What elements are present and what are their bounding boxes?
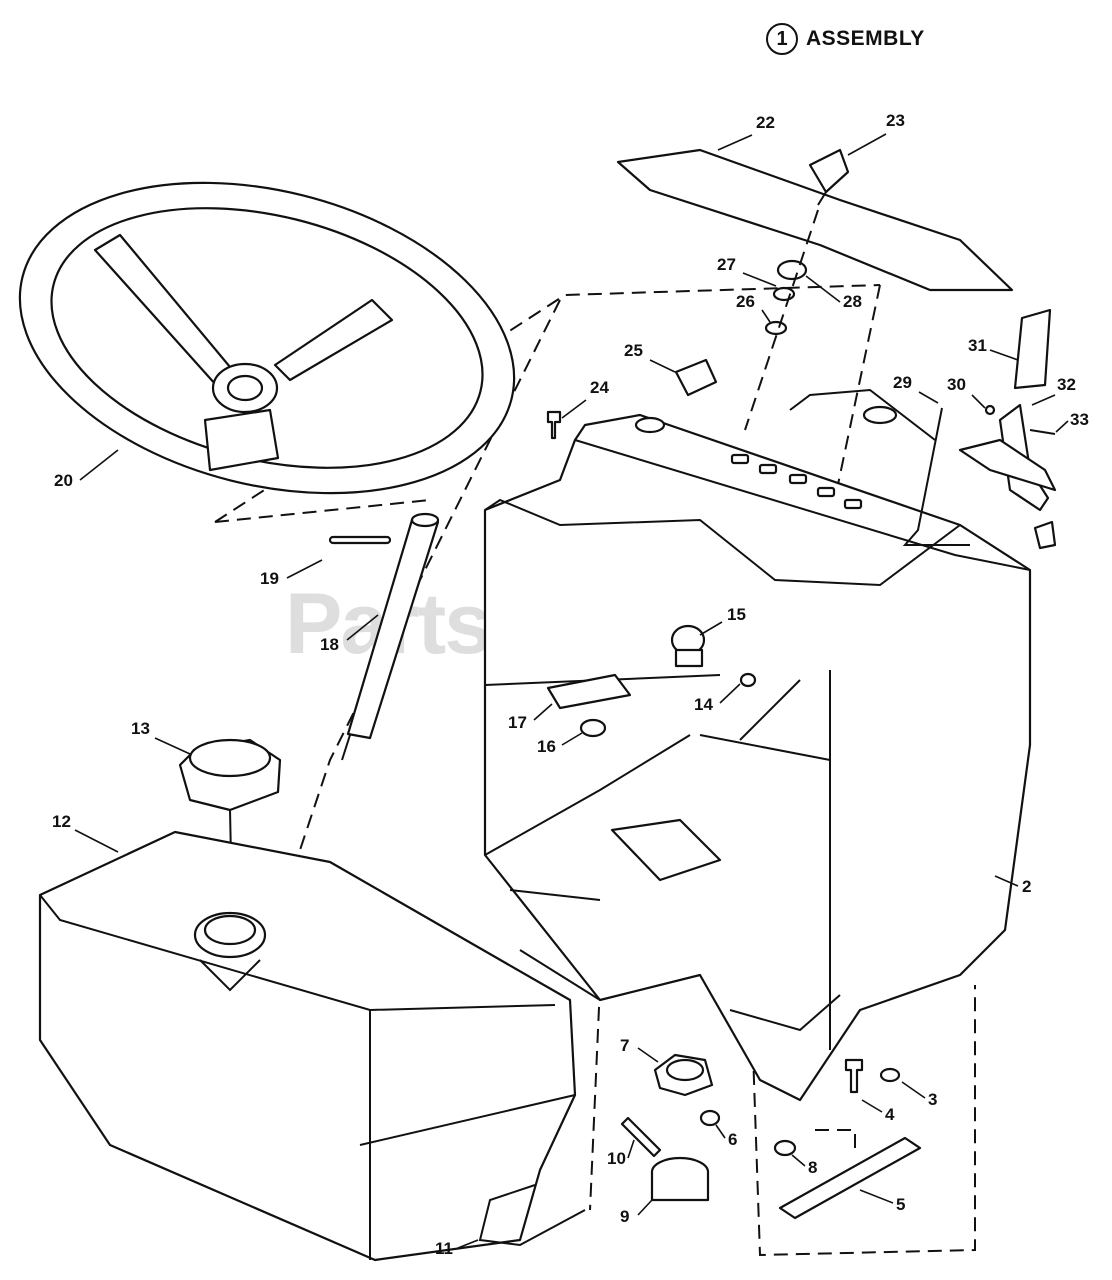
nut-8: [773, 1139, 797, 1157]
fuel-tank: [38, 830, 577, 1262]
dash-housing: [483, 388, 1032, 1102]
callout-6: 6: [728, 1130, 737, 1149]
callout-9: 9: [620, 1207, 629, 1226]
callout-8: 8: [808, 1158, 817, 1177]
callout-labels: 2 3 4 5 6 7 8 9 10 11 12 13 14 15 16 17 …: [52, 111, 1089, 1258]
callout-10: 10: [607, 1149, 626, 1168]
support-bar-5: [778, 1136, 922, 1220]
callout-25: 25: [624, 341, 643, 360]
callout-26: 26: [736, 292, 755, 311]
steering-wheel: [18, 181, 516, 495]
callout-27: 27: [717, 255, 736, 274]
throttle-control: [958, 308, 1057, 550]
callout-5: 5: [896, 1195, 905, 1214]
grommet-16: [579, 718, 607, 738]
bracket-plate: [546, 673, 632, 710]
steering-shaft: [328, 512, 440, 761]
nut-14: [739, 672, 757, 688]
ignition-key: [808, 148, 850, 206]
callout-14: 14: [694, 695, 713, 714]
callout-32: 32: [1057, 375, 1076, 394]
screw-24: [546, 410, 562, 440]
callout-33: 33: [1070, 410, 1089, 429]
ignition-switch: [670, 624, 706, 668]
choke-cable: [739, 679, 801, 741]
regulator-9: [650, 1156, 710, 1202]
nut-6: [699, 1109, 721, 1127]
callout-7: 7: [620, 1036, 629, 1055]
ignition-hardware: [744, 209, 819, 431]
callout-23: 23: [886, 111, 905, 130]
module-7: [653, 1053, 714, 1097]
washer-3: [879, 1067, 901, 1083]
callout-30: 30: [947, 375, 966, 394]
callout-22: 22: [756, 113, 775, 132]
callout-3: 3: [928, 1090, 937, 1109]
assembly-label: ASSEMBLY: [806, 27, 925, 50]
dash-rivets: [730, 453, 863, 510]
callout-17: 17: [508, 713, 527, 732]
callout-16: 16: [537, 737, 556, 756]
callout-19: 19: [260, 569, 279, 588]
callout-12: 12: [52, 812, 71, 831]
callout-15: 15: [727, 605, 746, 624]
callout-24: 24: [590, 378, 609, 397]
callout-2: 2: [1022, 877, 1031, 896]
rocker-switch: [674, 358, 718, 397]
fuel-line-clamp: [478, 1184, 586, 1247]
leader-lines: [74, 133, 1069, 1249]
gas-cap: [178, 738, 282, 906]
throttle-rod: [902, 407, 970, 546]
assembly-number-circle: 1: [766, 23, 798, 55]
callout-13: 13: [131, 719, 150, 738]
pin-10: [620, 1116, 662, 1158]
assembly-title: 1 ASSEMBLY: [766, 22, 925, 56]
callout-20: 20: [54, 471, 73, 490]
callout-11: 11: [435, 1239, 453, 1258]
bolt-4: [844, 1058, 864, 1094]
callout-18: 18: [320, 635, 339, 654]
callout-31: 31: [968, 336, 987, 355]
callout-4: 4: [885, 1105, 895, 1124]
callout-28: 28: [843, 292, 862, 311]
callout-29: 29: [893, 373, 912, 392]
